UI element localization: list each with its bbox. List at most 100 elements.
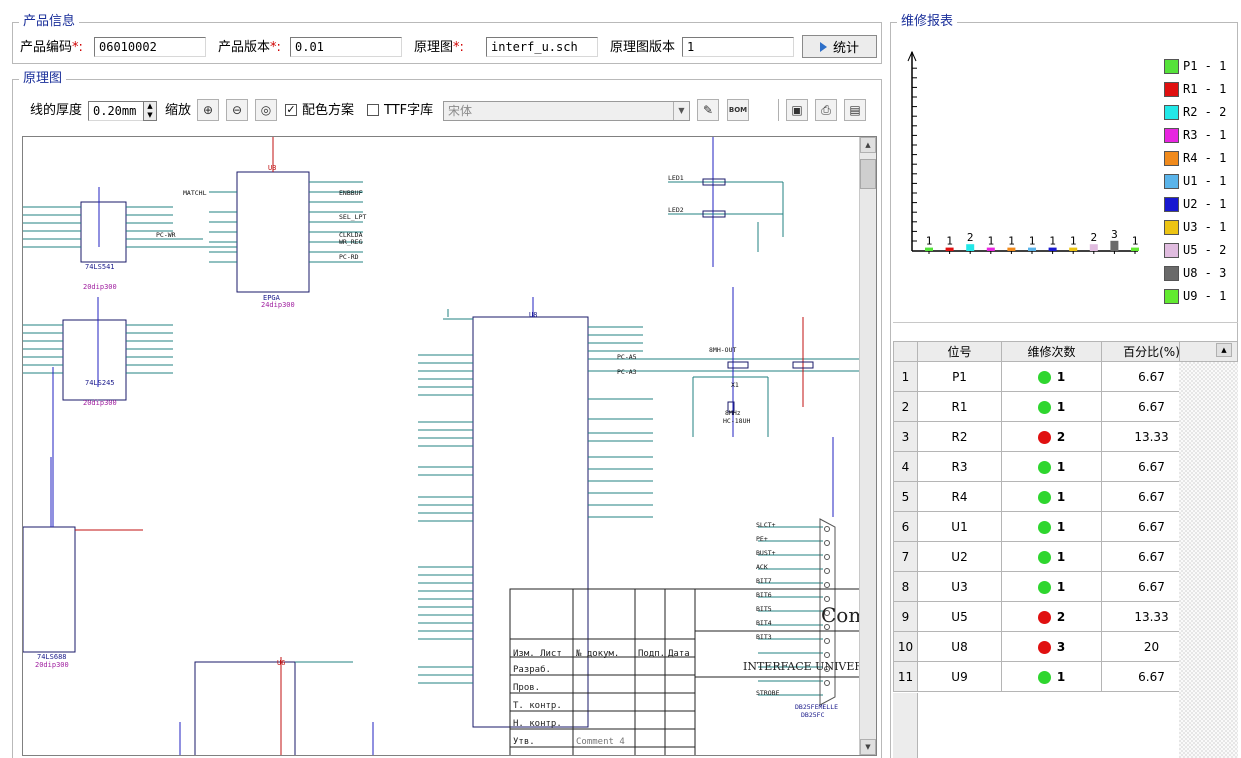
bar — [966, 244, 975, 251]
col-header-count[interactable]: 维修次数 — [1001, 341, 1102, 362]
cell-count: 2 — [1001, 601, 1102, 632]
status-dot-icon — [1037, 610, 1051, 624]
chip-ref-u8: U8 — [529, 311, 537, 319]
net-label: HC-18UH — [723, 417, 750, 425]
bar — [1069, 247, 1078, 251]
count-value: 1 — [1056, 489, 1066, 504]
zoom-out-icon[interactable]: ⊖ — [226, 99, 248, 121]
tb-row-3: Т. контр. — [513, 701, 562, 711]
bar — [986, 247, 995, 251]
legend-swatch — [1164, 196, 1179, 212]
legend-item: R2 - 2 — [1164, 104, 1226, 120]
cell-position: R2 — [917, 421, 1002, 452]
schematic-scrollbar[interactable]: ▲ ▼ — [859, 137, 876, 755]
save-icon[interactable]: ▣ — [786, 99, 808, 121]
legend-item: U9 - 1 — [1164, 288, 1226, 304]
print-preview-icon[interactable]: ⎙ — [815, 99, 837, 121]
line-width-field[interactable]: 0.20mm — [88, 101, 144, 121]
tb-header-1: Подп. — [638, 649, 665, 659]
color-scheme-checkbox[interactable]: ✓ — [285, 103, 297, 116]
col-header-position[interactable]: 位号 — [917, 341, 1002, 362]
table-vscroll-track[interactable] — [1179, 362, 1238, 758]
play-icon — [819, 41, 827, 52]
cell-count: 1 — [1001, 361, 1102, 392]
legend-label: U1 - 1 — [1183, 174, 1227, 188]
bar-value-label: 1 — [987, 235, 994, 248]
line-width-spinner[interactable]: ▲▼ — [143, 101, 157, 121]
ttf-checkbox[interactable] — [367, 104, 379, 116]
net-label: SEL_LPT — [339, 213, 366, 221]
count-value: 1 — [1056, 369, 1066, 384]
y-axis-arrow-icon — [907, 50, 917, 62]
count-value: 1 — [1056, 519, 1066, 534]
bar-value-label: 1 — [1029, 235, 1036, 248]
bar — [1110, 240, 1119, 251]
bar — [1028, 247, 1036, 251]
count-value: 1 — [1056, 399, 1066, 414]
rownum-filler — [893, 693, 918, 758]
cell-count: 1 — [1001, 391, 1102, 422]
table-scroll-up[interactable]: ▲ — [1216, 343, 1232, 357]
net-label: BIT7 — [756, 577, 772, 585]
print-icon[interactable]: ▤ — [844, 99, 866, 121]
chip-pkg-u3: 24dip300 — [261, 301, 295, 309]
legend-label: R3 - 1 — [1183, 128, 1227, 142]
stats-button[interactable]: 统计 — [802, 35, 877, 58]
chip-pkg-u2: 20dip300 — [83, 399, 117, 407]
bar — [1131, 247, 1139, 251]
count-value: 1 — [1056, 459, 1066, 474]
legend-label: U2 - 1 — [1183, 197, 1227, 211]
chip-part-u4: 74LS688 — [37, 653, 67, 661]
zoom-fit-icon[interactable]: ◎ — [255, 99, 277, 121]
legend-label: R2 - 2 — [1183, 105, 1227, 119]
legend-label: P1 - 1 — [1183, 59, 1227, 73]
row-number: 11 — [893, 661, 918, 692]
tb-row-1: Разраб. — [513, 664, 551, 675]
schematic-field[interactable]: interf_u.sch — [486, 37, 598, 57]
net-label: X1 — [731, 381, 739, 389]
net-label: PC-WR — [156, 231, 176, 239]
product-info-title: 产品信息 — [19, 14, 80, 30]
stats-button-label: 统计 — [832, 41, 859, 56]
row-number: 2 — [893, 391, 918, 422]
cell-position: R1 — [917, 391, 1002, 422]
status-dot-icon — [1037, 400, 1051, 414]
zoom-label: 缩放 — [165, 103, 192, 118]
product-code-field[interactable]: 06010002 — [94, 37, 206, 57]
scroll-up-button[interactable]: ▲ — [860, 137, 876, 153]
legend-item: U1 - 1 — [1164, 173, 1226, 189]
row-number: 5 — [893, 481, 918, 512]
schem-version-field[interactable]: 1 — [682, 37, 794, 57]
bom-button[interactable]: BOM — [727, 99, 749, 121]
scroll-thumb[interactable] — [860, 159, 876, 189]
product-version-field[interactable]: 0.01 — [290, 37, 402, 57]
pencil-icon[interactable]: ✎ — [697, 99, 719, 121]
line-width-label: 线的厚度 — [30, 103, 83, 118]
bar-value-label: 1 — [1049, 235, 1056, 248]
legend-swatch — [1164, 127, 1179, 143]
zoom-in-icon[interactable]: ⊕ — [197, 99, 219, 121]
status-dot-icon — [1037, 490, 1051, 504]
schematic-canvas[interactable]: Изм. Лист Разраб. Пров. Т. контр. Н. кон… — [22, 136, 877, 756]
count-value: 1 — [1056, 549, 1066, 564]
chip-pkg-u1: 20dip300 — [83, 283, 117, 291]
chip-ref-u3: U3 — [268, 164, 276, 172]
net-label: DB25FEMELLE — [795, 703, 838, 711]
cell-position: R4 — [917, 481, 1002, 512]
font-select[interactable]: 宋体 ▼ — [443, 101, 690, 121]
tb-comm: Comm — [821, 603, 861, 627]
scroll-down-button[interactable]: ▼ — [860, 739, 876, 755]
cell-count: 1 — [1001, 571, 1102, 602]
